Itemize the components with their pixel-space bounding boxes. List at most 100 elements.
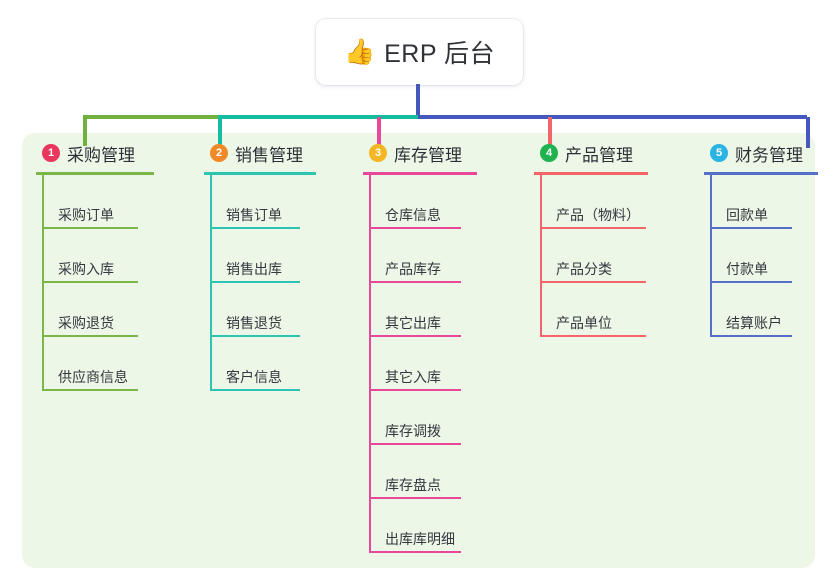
list-item-label: 销售退货: [226, 315, 282, 331]
item-spine-3: [369, 175, 371, 553]
item-spine-2: [210, 175, 212, 391]
list-item-rule: [210, 227, 300, 229]
list-item-label: 出库库明细: [385, 531, 455, 547]
column-badge-4: 4: [540, 144, 558, 162]
item-list-2: 销售订单销售出库销售退货客户信息: [210, 175, 316, 391]
column-title-2: 销售管理: [235, 145, 303, 165]
list-item[interactable]: 付款单: [710, 229, 818, 283]
drop-connector-5: [806, 117, 810, 148]
list-item-rule: [540, 335, 646, 337]
item-list-1: 采购订单采购入库采购退货供应商信息: [42, 175, 154, 391]
column-badge-2: 2: [210, 144, 228, 162]
list-item[interactable]: 销售出库: [210, 229, 316, 283]
list-item-rule: [210, 281, 300, 283]
drop-connector-1: [83, 117, 87, 146]
list-item-label: 库存调拨: [385, 423, 441, 439]
root-stem-connector: [416, 84, 420, 117]
list-item[interactable]: 销售订单: [210, 175, 316, 229]
column-badge-3: 3: [369, 144, 387, 162]
list-item-label: 其它出库: [385, 315, 441, 331]
list-item-rule: [710, 281, 792, 283]
list-item-rule: [210, 389, 300, 391]
list-item[interactable]: 结算账户: [710, 283, 818, 337]
list-item-rule: [540, 281, 646, 283]
list-item-label: 采购订单: [58, 207, 114, 223]
root-title: ERP 后台: [384, 40, 496, 68]
column-header-2[interactable]: 2 销售管理: [196, 140, 316, 166]
list-item-rule: [540, 227, 646, 229]
column-rule-1: [36, 172, 154, 175]
trunk-segment-1: [83, 115, 218, 119]
list-item[interactable]: 产品（物料）: [540, 175, 648, 229]
list-item-rule: [42, 389, 138, 391]
list-item[interactable]: 其它入库: [369, 337, 477, 391]
list-item-rule: [710, 227, 792, 229]
item-list-5: 回款单付款单结算账户: [710, 175, 818, 337]
drop-connector-4: [548, 117, 552, 146]
list-item[interactable]: 产品库存: [369, 229, 477, 283]
column-badge-5: 5: [710, 144, 728, 162]
item-spine-1: [42, 175, 44, 391]
trunk-segment-3: [418, 115, 807, 119]
list-item[interactable]: 库存盘点: [369, 445, 477, 499]
list-item-label: 客户信息: [226, 369, 282, 385]
list-item-label: 销售出库: [226, 261, 282, 277]
list-item-rule: [369, 281, 461, 283]
list-item-rule: [369, 389, 461, 391]
column-header-1[interactable]: 1 采购管理: [28, 140, 154, 166]
list-item-rule: [710, 335, 792, 337]
list-item[interactable]: 采购订单: [42, 175, 154, 229]
list-item-label: 仓库信息: [385, 207, 441, 223]
list-item[interactable]: 其它出库: [369, 283, 477, 337]
list-item[interactable]: 产品单位: [540, 283, 648, 337]
list-item-label: 库存盘点: [385, 477, 441, 493]
column-3: 3 库存管理仓库信息产品库存其它出库其它入库库存调拨库存盘点出库库明细: [355, 140, 477, 553]
list-item-label: 产品库存: [385, 261, 441, 277]
list-item-label: 付款单: [726, 261, 768, 277]
column-1: 1 采购管理采购订单采购入库采购退货供应商信息: [28, 140, 154, 391]
column-rule-2: [204, 172, 316, 175]
content-panel: [22, 133, 815, 568]
list-item[interactable]: 供应商信息: [42, 337, 154, 391]
list-item[interactable]: 客户信息: [210, 337, 316, 391]
item-spine-5: [710, 175, 712, 337]
list-item-label: 采购入库: [58, 261, 114, 277]
item-list-4: 产品（物料） 产品分类产品单位: [540, 175, 648, 337]
list-item[interactable]: 采购入库: [42, 229, 154, 283]
column-rule-3: [363, 172, 477, 175]
list-item-rule: [42, 281, 138, 283]
thumbs-up-emoji: 👍: [343, 37, 376, 66]
list-item-rule: [42, 335, 138, 337]
list-item-label: 采购退货: [58, 315, 114, 331]
list-item-label: 结算账户: [726, 315, 782, 331]
list-item-rule: [369, 227, 461, 229]
drop-connector-2: [218, 117, 222, 146]
list-item-label: 回款单: [726, 207, 768, 223]
root-node[interactable]: 👍 ERP 后台: [316, 19, 523, 85]
column-badge-1: 1: [42, 144, 60, 162]
list-item[interactable]: 仓库信息: [369, 175, 477, 229]
column-title-4: 产品管理: [565, 145, 633, 165]
list-item-rule: [42, 227, 138, 229]
list-item[interactable]: 销售退货: [210, 283, 316, 337]
list-item-label: 销售订单: [226, 207, 282, 223]
list-item-rule: [369, 551, 461, 553]
list-item[interactable]: 出库库明细: [369, 499, 477, 553]
list-item-label: 产品分类: [556, 261, 612, 277]
column-title-1: 采购管理: [67, 145, 135, 165]
list-item-label: 产品（物料）: [556, 207, 640, 223]
trunk-segment-2: [218, 115, 418, 119]
column-header-4[interactable]: 4 产品管理: [526, 140, 648, 166]
list-item-rule: [369, 497, 461, 499]
column-title-3: 库存管理: [394, 145, 462, 165]
item-list-3: 仓库信息产品库存其它出库其它入库库存调拨库存盘点出库库明细: [369, 175, 477, 553]
column-2: 2 销售管理销售订单销售出库销售退货客户信息: [196, 140, 316, 391]
list-item[interactable]: 库存调拨: [369, 391, 477, 445]
column-title-5: 财务管理: [735, 145, 803, 165]
list-item[interactable]: 产品分类: [540, 229, 648, 283]
list-item[interactable]: 采购退货: [42, 283, 154, 337]
list-item[interactable]: 回款单: [710, 175, 818, 229]
column-header-5[interactable]: 5 财务管理: [696, 140, 818, 166]
column-header-3[interactable]: 3 库存管理: [355, 140, 477, 166]
